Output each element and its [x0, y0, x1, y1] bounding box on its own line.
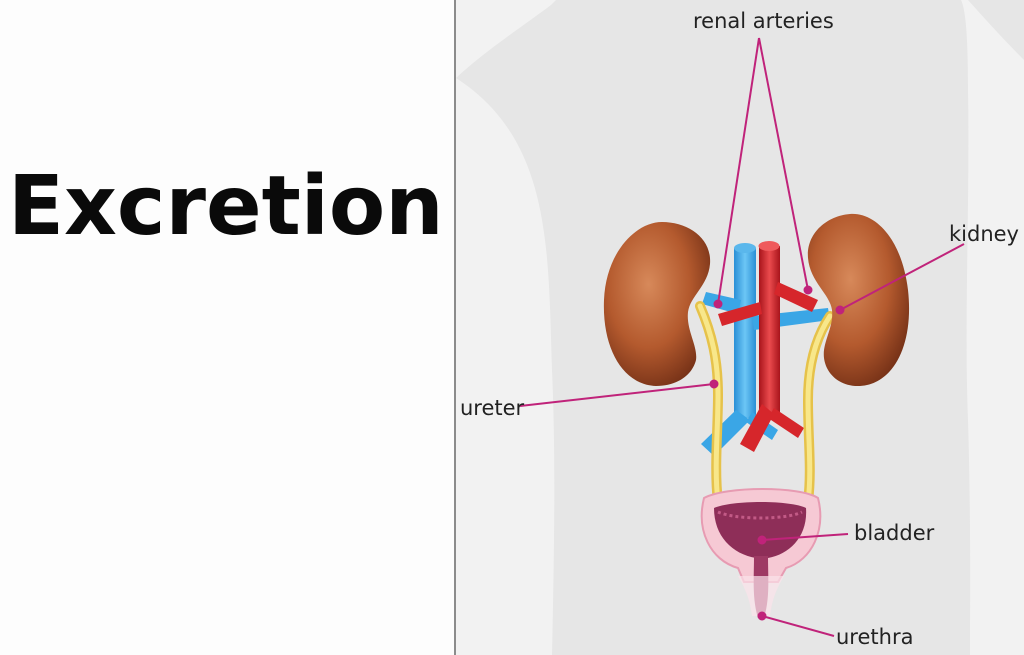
- left-kidney: [603, 222, 711, 386]
- label-kidney: kidney: [949, 222, 1019, 246]
- page-title: Excretion: [8, 159, 444, 254]
- title-panel: Excretion: [0, 0, 454, 655]
- aorta: [718, 241, 818, 452]
- label-renal-arteries: renal arteries: [693, 9, 834, 33]
- panel-divider: [454, 0, 456, 655]
- label-ureter: ureter: [460, 396, 525, 420]
- right-arm-silhouette: [968, 0, 1024, 60]
- label-bladder: bladder: [854, 521, 935, 545]
- bladder: [700, 488, 822, 583]
- label-urethra: urethra: [836, 625, 914, 649]
- diagram-illustration: [456, 0, 1024, 655]
- urinary-system-diagram: renal arteries kidney ureter bladder ure…: [456, 0, 1024, 655]
- leader-lines: [519, 37, 965, 637]
